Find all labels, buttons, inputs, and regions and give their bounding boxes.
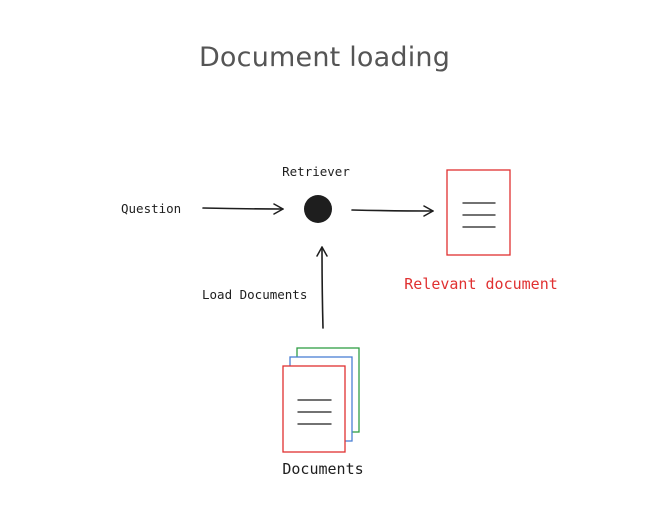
page-title: Document loading: [198, 42, 451, 73]
relevant-document-icon: [446, 169, 511, 256]
load-documents-label: Load Documents: [202, 287, 307, 302]
retriever-node: [304, 195, 332, 223]
question-to-retriever-arrow: [202, 203, 284, 215]
retriever-to-relevant-arrow: [351, 205, 434, 217]
question-label: Question: [121, 201, 181, 216]
documents-to-retriever-arrow: [316, 246, 328, 329]
retriever-label: Retriever: [282, 164, 350, 179]
documents-stack-icon: [282, 347, 360, 453]
documents-label: Documents: [282, 460, 363, 478]
document-sheet-front: [282, 365, 346, 453]
relevant-document-label: Relevant document: [404, 275, 558, 293]
